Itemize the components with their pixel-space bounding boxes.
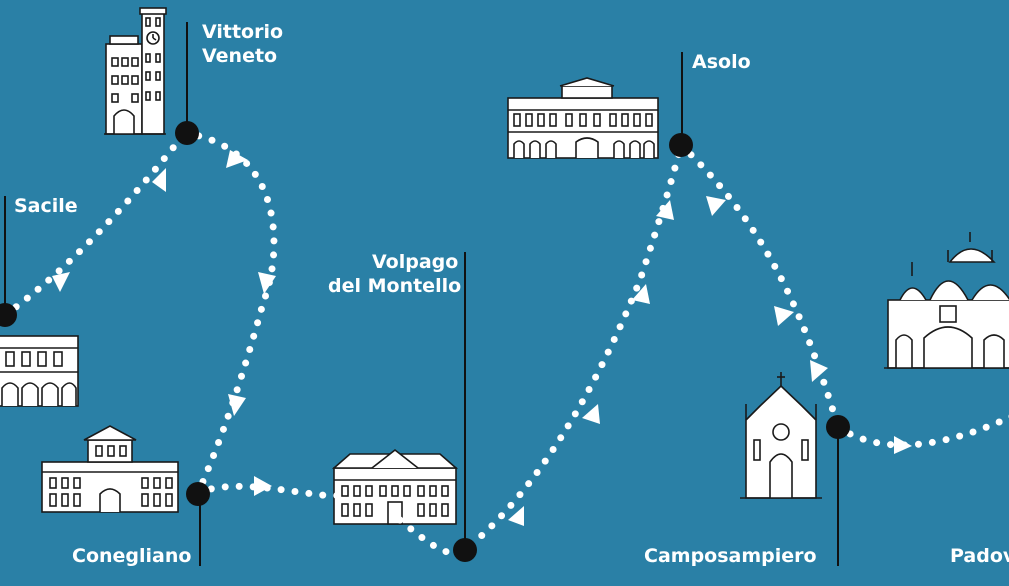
route-segment-asolo-camposampiero	[677, 141, 842, 431]
stop-marker-volpago[interactable]	[453, 538, 477, 562]
arrow-icon	[706, 196, 726, 216]
stop-marker-conegliano[interactable]	[186, 482, 210, 506]
stop-label-vittorio-veneto: Vittorio Veneto	[202, 20, 283, 68]
stop-label-asolo: Asolo	[692, 50, 751, 74]
route-segment-vittorio-conegliano	[181, 129, 278, 497]
stop-markers	[0, 121, 850, 562]
basilica-icon	[884, 232, 1009, 369]
arrow-icon	[582, 404, 600, 424]
route-segment-sacile-vittorio	[1, 129, 189, 319]
arrow-icon	[894, 436, 912, 454]
arrow-icon	[52, 272, 70, 292]
stop-marker-camposampiero[interactable]	[826, 415, 850, 439]
palazzo-icon	[41, 425, 179, 513]
stop-label-conegliano: Conegliano	[72, 544, 191, 568]
gothic-church-icon	[740, 372, 822, 499]
stop-label-line: del Montello	[328, 275, 462, 297]
arrow-icon	[226, 150, 248, 168]
arrow-icon	[656, 200, 674, 220]
arcade-building-icon	[0, 335, 79, 407]
stop-label-line: Padov	[950, 545, 1009, 567]
arrow-icon	[774, 306, 794, 326]
leader-lines	[4, 22, 839, 566]
stop-label-camposampiero: Camposampiero	[644, 544, 817, 568]
arrow-icon	[254, 476, 272, 496]
clock-tower-icon	[104, 7, 167, 135]
arrow-icon	[632, 284, 650, 304]
arrow-icon	[258, 272, 276, 294]
route-segment-conegliano-villa	[194, 482, 344, 500]
arrow-icon	[810, 360, 828, 382]
stop-marker-vittorio-veneto[interactable]	[175, 121, 199, 145]
arrow-icon	[228, 394, 246, 416]
stop-label-sacile: Sacile	[14, 194, 78, 218]
route-segment-camposampiero-padova	[834, 413, 1009, 449]
stop-marker-asolo[interactable]	[669, 133, 693, 157]
long-palace-icon	[507, 77, 659, 159]
stop-marker-sacile[interactable]	[0, 303, 17, 327]
stop-label-line: Asolo	[692, 51, 751, 73]
arrow-icon	[508, 506, 524, 526]
stop-label-line: Sacile	[14, 195, 78, 217]
stop-label-volpago-del-montello: Volpago del Montello	[328, 250, 461, 298]
stop-label-line: Conegliano	[72, 545, 192, 567]
stop-label-line: Camposampiero	[644, 545, 817, 567]
stop-label-line: Volpago	[372, 251, 459, 273]
route-arrows	[52, 150, 912, 526]
stop-label-line: Vittorio	[202, 21, 284, 43]
villa-icon	[331, 448, 459, 525]
stop-label-line: Veneto	[202, 45, 278, 67]
arrow-icon	[152, 168, 166, 192]
stop-label-padova: Padov	[950, 544, 1009, 568]
